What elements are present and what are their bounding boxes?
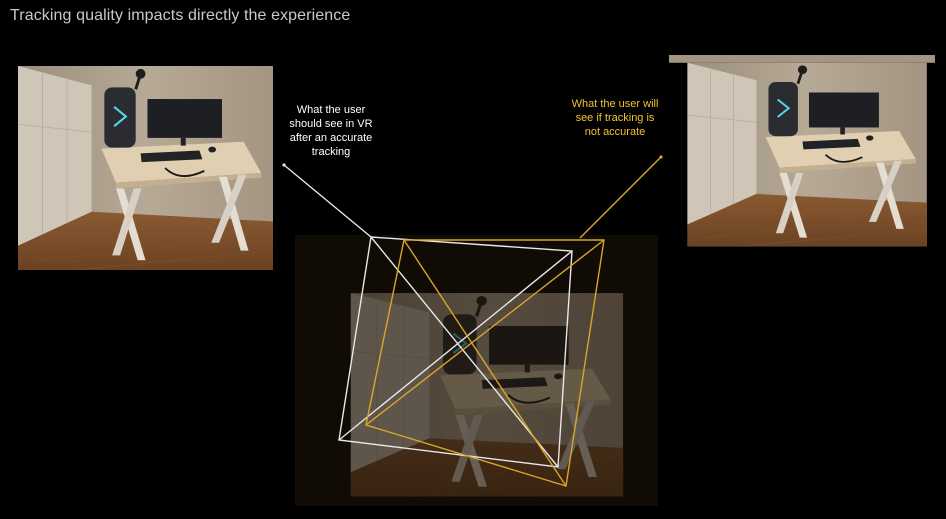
inaccurate-tracking-caption: What the user will see if tracking is no… [552,97,678,139]
inaccurate-view-image [669,55,935,259]
accurate-tracking-caption: What the user should see in VR after an … [268,103,394,159]
vr-room-view-image [295,235,658,506]
caption-line: after an accurate [289,132,373,144]
pointer-dot [659,155,663,159]
caption-line: What the user will [571,98,659,110]
pointer-dot [282,163,286,167]
caption-line: see if tracking is [575,112,655,124]
accurate-view-image [18,66,273,270]
caption-line: not accurate [584,126,646,138]
page-title: Tracking quality impacts directly the ex… [10,7,351,24]
caption-line: What the user [296,104,366,116]
caption-line: tracking [311,146,351,158]
caption-line: should see in VR [289,118,373,130]
